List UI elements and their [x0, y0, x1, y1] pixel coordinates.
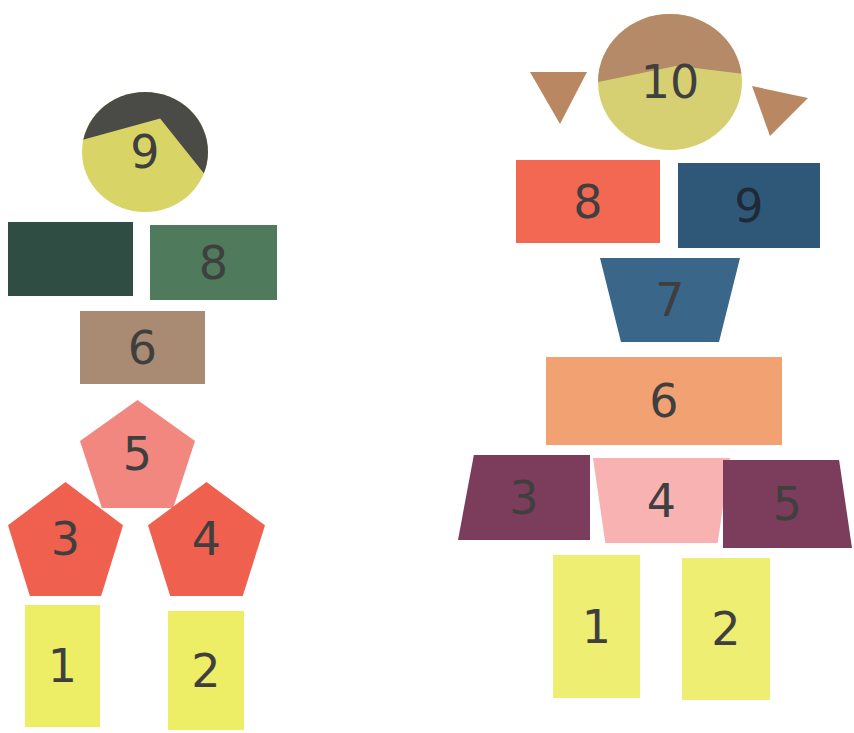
right-ear-triangle — [752, 86, 808, 136]
neck-rect: 6 — [80, 311, 205, 384]
unnumbered-arm — [8, 222, 133, 296]
leg-rect: 1 — [553, 555, 640, 698]
leg-rect: 2 — [168, 611, 244, 730]
shape-number: 3 — [51, 516, 80, 562]
hip-pentagon: 3 — [8, 482, 123, 596]
head-circle: 9 — [82, 92, 208, 212]
shape-number: 2 — [191, 648, 220, 694]
shape-number: 8 — [199, 240, 228, 286]
shape-number: 6 — [128, 325, 157, 371]
shape-number: 5 — [123, 431, 152, 477]
skirt-trapezoid: 5 — [723, 460, 852, 548]
shape-number: 9 — [130, 129, 159, 175]
shape-number: 1 — [582, 604, 611, 650]
head-circle: 10 — [598, 14, 742, 150]
shape-number: 2 — [711, 606, 740, 652]
body-pentagon: 5 — [80, 400, 195, 508]
skirt-trapezoid: 3 — [458, 455, 590, 540]
shape-number: 4 — [192, 516, 221, 562]
body-rect: 6 — [546, 357, 782, 445]
shape-number: 10 — [641, 59, 700, 105]
shape-number: 8 — [573, 179, 602, 225]
arm-rect: 9 — [678, 163, 820, 248]
skirt-trapezoid: 4 — [593, 458, 730, 543]
shape-number: 3 — [509, 475, 538, 521]
leg-rect: 1 — [25, 605, 100, 727]
shape-number: 4 — [647, 478, 676, 524]
shape-number: 5 — [773, 481, 802, 527]
shape-number: 7 — [655, 277, 684, 323]
shape-number: 9 — [734, 183, 763, 229]
arm-rect: 8 — [150, 225, 277, 300]
neck-trapezoid: 7 — [600, 258, 740, 342]
hip-pentagon: 4 — [148, 482, 265, 596]
leg-rect: 2 — [682, 558, 770, 700]
shape-number: 6 — [649, 378, 678, 424]
shape-number: 1 — [48, 643, 77, 689]
left-ear-triangle — [530, 72, 587, 124]
arm-rect: 8 — [516, 160, 660, 243]
